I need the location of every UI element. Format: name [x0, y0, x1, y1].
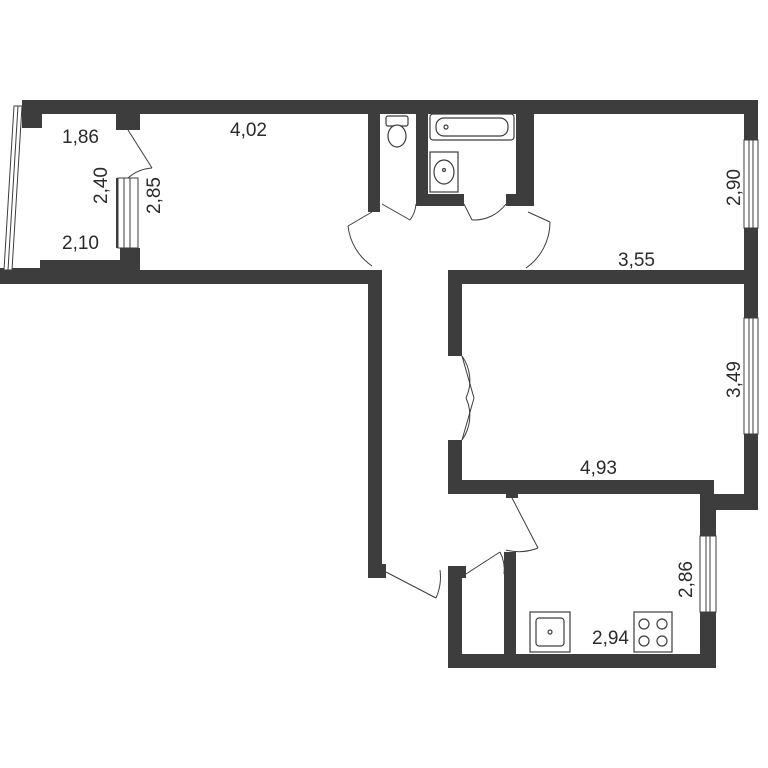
- living-room-window: [743, 317, 759, 435]
- balcony-door-window: [117, 177, 139, 249]
- room2-width-label: 3,55: [618, 250, 655, 271]
- bedroom-window: [743, 139, 759, 229]
- stove-icon: [633, 611, 673, 653]
- doors: [127, 129, 551, 599]
- walls: [0, 100, 758, 668]
- bathtub-icon: [429, 113, 515, 141]
- room2-depth-label: 2,90: [724, 169, 745, 206]
- balcony-depth-label: 2,40: [91, 167, 112, 204]
- balcony-width-label: 1,86: [62, 127, 99, 148]
- room1-depth-label: 2,85: [144, 177, 165, 214]
- dimension-labels: 1,86 2,40 2,10 4,02 2,85 3,55 2,90 4,93 …: [62, 120, 745, 649]
- kitchen-width-label: 2,94: [592, 628, 629, 649]
- room3-width-label: 4,93: [580, 458, 617, 479]
- kitchen-sink-icon: [529, 611, 571, 653]
- windows: [3, 105, 759, 613]
- kitchen-window: [699, 535, 717, 613]
- room1-width-label: 4,02: [230, 120, 267, 141]
- room3-depth-label: 3,49: [724, 361, 745, 398]
- toilet-icon: [385, 115, 409, 148]
- washbasin-icon: [429, 151, 459, 193]
- kitchen-depth-label: 2,86: [676, 561, 697, 598]
- balcony-bottom-label: 2,10: [62, 233, 99, 254]
